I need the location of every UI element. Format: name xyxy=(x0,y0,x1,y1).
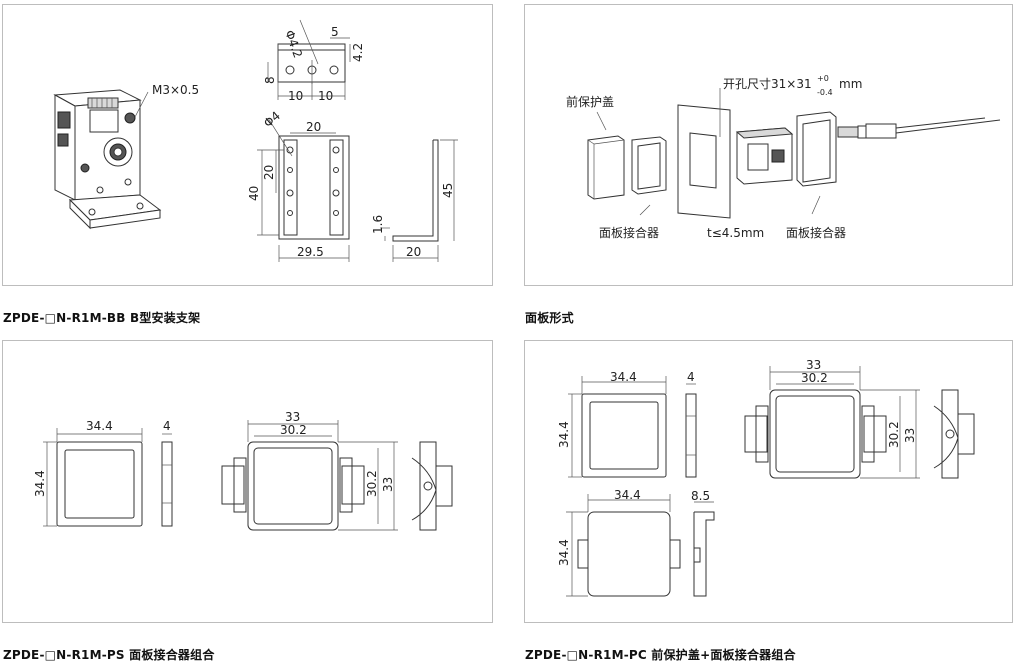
caption-bracket: ZPDE-□N-R1M-BB B型安装支架 xyxy=(3,311,201,325)
panel-panel-form xyxy=(524,4,1013,286)
caption-panel-form: 面板形式 xyxy=(525,311,574,325)
caption-pc: ZPDE-□N-R1M-PC 前保护盖+面板接合器组合 xyxy=(525,648,796,662)
panel-pc xyxy=(524,340,1013,623)
panel-ps xyxy=(2,340,493,623)
panel-bracket xyxy=(2,4,493,286)
caption-ps: ZPDE-□N-R1M-PS 面板接合器组合 xyxy=(3,648,215,662)
